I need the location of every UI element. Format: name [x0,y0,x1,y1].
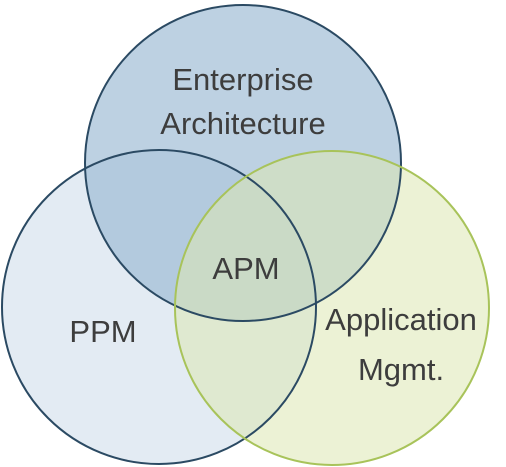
label-enterprise: Enterprise [172,62,313,97]
circle-application-mgmt [175,151,489,465]
label-application: Application [325,302,477,337]
circle-application-mgmt-outline [174,150,490,466]
circle-ppm-outline [1,149,317,465]
label-architecture: Architecture [160,106,325,141]
label-apm: APM [212,251,279,286]
circle-enterprise-architecture-outline [84,4,402,322]
label-ppm: PPM [69,314,136,349]
label-mgmt: Mgmt. [358,352,444,387]
